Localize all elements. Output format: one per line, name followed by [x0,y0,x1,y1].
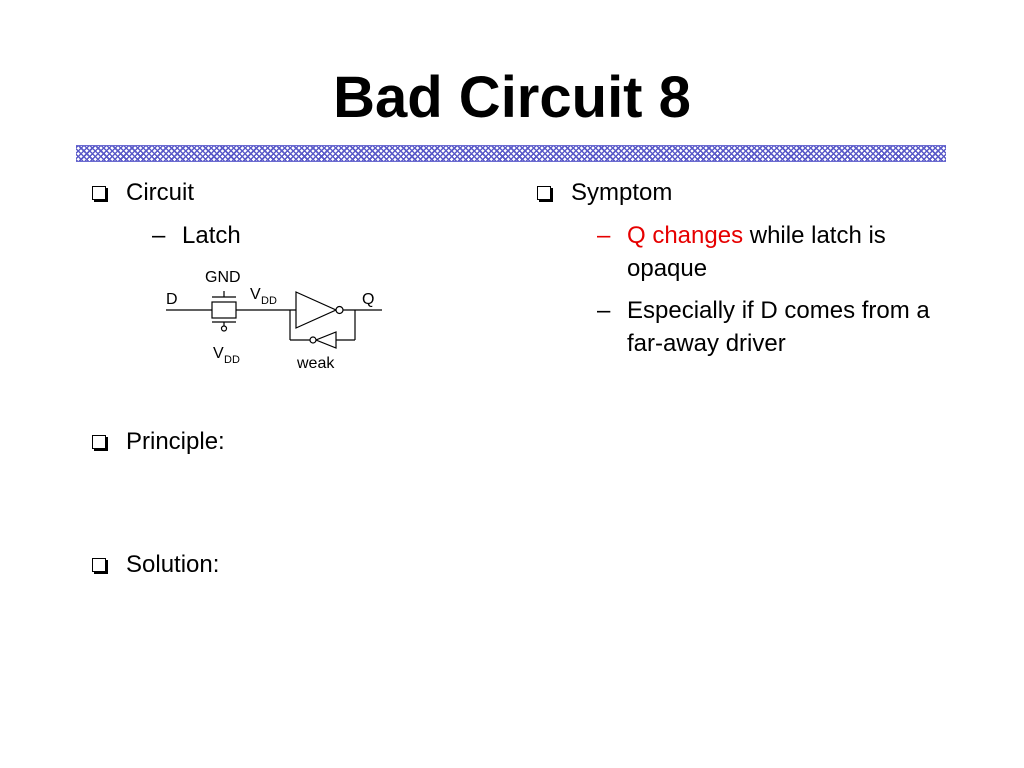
sub-item-q-changes: – Q changes while latch is opaque [597,219,947,285]
symptom-label: Symptom [571,179,673,206]
square-bullet-icon [537,186,551,200]
weak-label: weak [296,355,335,372]
latch-circuit-diagram: D GND V DD V DD Q weak [166,269,382,372]
far-driver-text: Especially if D comes from a far-away dr… [627,297,930,357]
bullet-principle: Principle: [92,427,225,457]
bullet-circuit: Circuit [92,178,194,208]
square-bullet-icon [92,435,106,449]
circuit-label: Circuit [126,179,195,206]
q-changes-rest: while latch is opaque [627,222,886,282]
q-label: Q [362,291,374,308]
dash-icon: – [597,222,611,249]
vdd-top-sub: DD [261,295,277,307]
dash-icon: – [597,297,611,324]
solution-label: Solution: [126,551,220,578]
dash-icon: – [152,222,166,249]
bullet-symptom: Symptom [537,178,672,208]
latch-label: Latch [182,222,241,249]
vdd-top-v: V [250,286,261,303]
square-bullet-icon [92,558,106,572]
q-changes-text: Q changes while latch is opaque [627,219,947,285]
d-label: D [166,291,178,308]
bullet-solution: Solution: [92,550,219,580]
vdd-bottom-sub: DD [224,354,240,366]
sub-item-latch: – Latch [152,219,241,252]
gnd-label: GND [205,269,241,286]
vdd-bottom-v: V [213,345,224,362]
square-bullet-icon [92,186,106,200]
title-divider [76,145,946,162]
sub-item-far-driver: – Especially if D comes from a far-away … [597,294,947,360]
principle-label: Principle: [126,428,225,455]
slide-title: Bad Circuit 8 [333,65,691,130]
q-changes-highlight: Q changes [627,222,744,249]
